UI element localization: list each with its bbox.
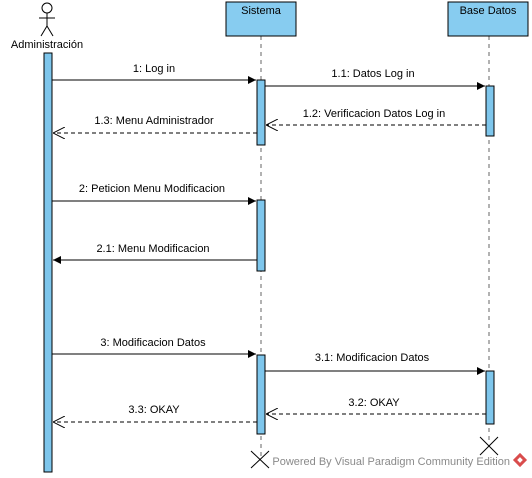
message-label: 3: Modificacion Datos xyxy=(100,337,206,349)
object-header-base-datos[interactable] xyxy=(447,1,529,37)
message-label: 1.3: Menu Administrador xyxy=(94,115,214,127)
message-label: 3.1: Modificacion Datos xyxy=(315,352,430,364)
activation-bar-base-datos-2 xyxy=(485,370,495,425)
lifeline-base-datos[interactable]: Base Datos xyxy=(447,1,529,456)
message-label: 3.3: OKAY xyxy=(128,404,180,416)
lifeline-admin[interactable]: Administración xyxy=(11,2,83,473)
message-3-3-okay[interactable]: 3.3: OKAY xyxy=(53,404,257,422)
activation-bar-base-datos-1 xyxy=(485,85,495,137)
message-label: 2.1: Menu Modificacion xyxy=(96,243,209,255)
message-label: 1.1: Datos Log in xyxy=(331,68,414,80)
actor-icon xyxy=(39,2,55,37)
activation-bar-admin xyxy=(43,52,53,473)
message-3-2-okay[interactable]: 3.2: OKAY xyxy=(266,397,486,414)
message-3-modificacion-datos[interactable]: 3: Modificacion Datos xyxy=(52,337,256,358)
watermark-text: Powered By Visual Paradigm Community Edi… xyxy=(272,456,510,468)
object-name-sistema: Sistema xyxy=(241,5,282,17)
message-1-log-in[interactable]: 1: Log in xyxy=(52,63,256,84)
destroy-icon-base-datos xyxy=(479,436,499,456)
message-label: 1: Log in xyxy=(133,63,175,75)
message-label: 3.2: OKAY xyxy=(348,397,400,409)
message-2-peticion-menu[interactable]: 2: Peticion Menu Modificacion xyxy=(52,183,256,205)
message-label: 1.2: Verificacion Datos Log in xyxy=(303,108,445,120)
activation-bar-sistema-3 xyxy=(256,354,266,435)
activation-bar-sistema-2 xyxy=(256,199,266,272)
lifeline-sistema[interactable]: Sistema xyxy=(225,1,297,469)
visual-paradigm-logo-icon xyxy=(512,452,528,468)
watermark: Powered By Visual Paradigm Community Edi… xyxy=(272,452,528,468)
message-1-3-menu-administrador[interactable]: 1.3: Menu Administrador xyxy=(53,115,257,133)
object-header-sistema[interactable] xyxy=(225,1,297,37)
activation-bar-sistema-1 xyxy=(256,79,266,146)
object-name-base-datos: Base Datos xyxy=(460,5,517,17)
message-label: 2: Peticion Menu Modificacion xyxy=(79,183,225,195)
actor-name: Administración xyxy=(11,39,83,51)
message-1-1-datos-log-in[interactable]: 1.1: Datos Log in xyxy=(265,68,485,90)
destroy-icon-sistema xyxy=(250,450,270,469)
message-3-1-modificacion-datos[interactable]: 3.1: Modificacion Datos xyxy=(265,352,485,375)
message-2-1-menu-modificacion[interactable]: 2.1: Menu Modificacion xyxy=(53,243,257,264)
message-1-2-verificacion[interactable]: 1.2: Verificacion Datos Log in xyxy=(266,108,486,125)
